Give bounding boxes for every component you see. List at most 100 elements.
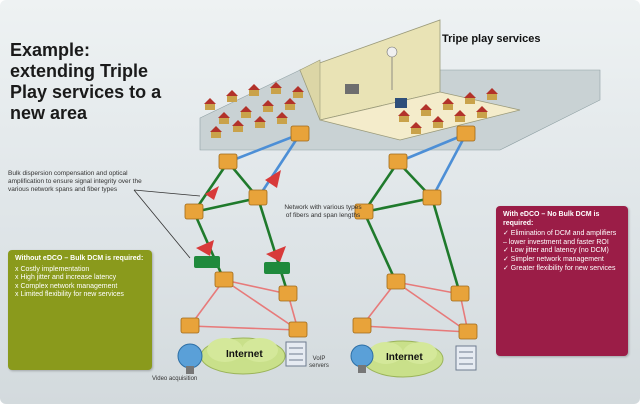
house-icon (464, 92, 476, 98)
house-icon (486, 88, 498, 94)
server-icon (285, 341, 307, 367)
house-icon (205, 104, 215, 110)
house-icon (411, 128, 421, 134)
voip-servers-label: VoIP servers (309, 356, 329, 369)
tv-icon (395, 98, 407, 108)
network-node-icon (248, 189, 268, 206)
fiber-link (227, 132, 301, 164)
house-icon (487, 94, 497, 100)
network-node-icon (458, 323, 478, 340)
house-icon (226, 90, 238, 96)
network-node-icon (422, 189, 442, 206)
video-acquisition-label: Video acquisition (152, 376, 198, 382)
houses-group (204, 82, 498, 138)
fiber-link (397, 132, 467, 164)
house-icon (276, 112, 288, 118)
fiber-link (256, 133, 302, 199)
fiber-link (362, 211, 398, 283)
fiber-link (363, 196, 433, 214)
server-icon (455, 345, 477, 371)
with-edco-box: With eDCO – No Bulk DCM is required: ✓ E… (496, 206, 628, 356)
house-icon (410, 122, 422, 128)
house-icon (204, 98, 216, 104)
title-line: extending Triple (10, 61, 149, 81)
internet-label-right: Internet (386, 352, 423, 363)
house-icon (211, 132, 221, 138)
house-icon (227, 96, 237, 102)
title-line: Play services to a (10, 82, 162, 102)
annotation-arrows (133, 189, 201, 259)
fiber-link (189, 325, 299, 331)
dcm-module-icon (194, 256, 220, 268)
house-icon (292, 86, 304, 92)
network-node-icon (184, 203, 204, 220)
house-icon (240, 106, 252, 112)
house-icon (433, 122, 443, 128)
amplifier-icon (265, 170, 281, 188)
network-note: Network with various types of fibers and… (284, 204, 362, 219)
with-edco-list: ✓ Elimination of DCM and amplifiers – lo… (503, 230, 621, 273)
network-node-icon (218, 153, 238, 170)
amplifier-icon (266, 246, 286, 262)
without-edco-box: Without eDCO – Bulk DCM is required: x C… (8, 250, 152, 370)
triple-play-label: Tripe play services (442, 33, 541, 45)
house-icon (271, 88, 281, 94)
house-icon (233, 126, 243, 132)
list-item: x Limited flexibility for new services (15, 291, 124, 299)
dcm-module-icon (264, 262, 290, 274)
house-icon (455, 116, 465, 122)
amplifiers-group (194, 170, 290, 274)
list-item: ✓ Elimination of DCM and amplifiers – lo… (503, 230, 617, 246)
house-icon (218, 112, 230, 118)
without-edco-list: x Costly implementation x High jitter an… (15, 266, 145, 300)
without-edco-heading: Without eDCO – Bulk DCM is required: (15, 255, 144, 262)
house-icon (248, 84, 260, 90)
house-icon (262, 100, 274, 106)
house-icon (219, 118, 229, 124)
house-icon (399, 116, 409, 122)
internet-label-left: Internet (226, 349, 263, 360)
house-icon (477, 112, 487, 118)
house-icon (421, 110, 431, 116)
house-icon (476, 106, 488, 112)
house-icon (442, 98, 454, 104)
house-icon (443, 104, 453, 110)
network-node-icon (352, 317, 372, 334)
network-node-icon (290, 125, 310, 142)
fiber-link (395, 281, 469, 333)
bulk-dispersion-note: Bulk dispersion compensation and optical… (8, 170, 142, 193)
links-group (189, 132, 469, 333)
list-item: ✓ Low jitter and latency (no DCM) (503, 247, 609, 255)
fiber-link (223, 279, 299, 331)
fiber-link (193, 196, 259, 214)
internet-cloud-left (200, 337, 286, 375)
computer-icon (345, 84, 359, 94)
fiber-link (223, 279, 289, 295)
list-item: x Complex network management (15, 282, 118, 290)
nodes-group (180, 125, 478, 340)
house-icon (263, 106, 273, 112)
fiber-link (430, 197, 462, 295)
with-edco-heading: With eDCO – No Bulk DCM is required: (503, 211, 600, 227)
house-icon (210, 126, 222, 132)
network-node-icon (450, 285, 470, 302)
house-icon (277, 118, 287, 124)
network-node-icon (214, 271, 234, 288)
house-icon (432, 116, 444, 122)
fiber-link (430, 133, 468, 199)
house-icon (249, 90, 259, 96)
satellite-dish-icon (177, 343, 203, 374)
house-icon (454, 110, 466, 116)
house-icon (284, 98, 296, 104)
amplifier-icon (205, 186, 219, 200)
house-icon (420, 104, 432, 110)
network-node-icon (180, 317, 200, 334)
house-icon (254, 116, 266, 122)
network-node-icon (354, 203, 374, 220)
fiber-link (395, 281, 461, 295)
amplifier-icon (196, 240, 214, 256)
house-icon (270, 82, 282, 88)
list-item: x High jitter and increase latency (15, 274, 117, 282)
network-node-icon (288, 321, 308, 338)
